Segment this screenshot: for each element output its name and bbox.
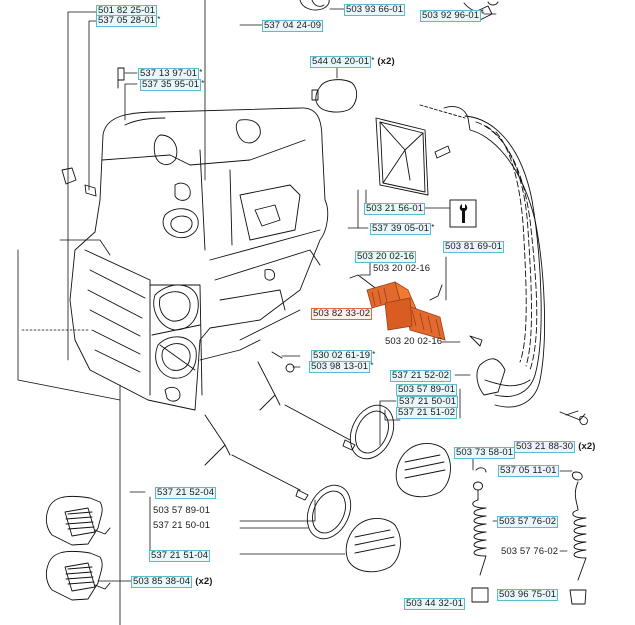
part-number: 503 57 89-01 — [396, 384, 458, 396]
part-number: 537 21 52-04 — [155, 487, 217, 499]
part-label-544-04-20-01[interactable]: 544 04 20-01*(x2) — [310, 56, 395, 68]
part-label-503-92-96-01[interactable]: 503 92 96-01* — [420, 10, 484, 22]
part-label-537-21-51-04[interactable]: 537 21 51-04 — [149, 550, 211, 562]
asterisk-marker: * — [201, 79, 205, 88]
part-label-503-21-56-01[interactable]: 503 21 56-01 — [364, 203, 426, 215]
part-number: 503 98 13-01 — [309, 361, 371, 373]
part-number: 503 57 76-02 — [501, 546, 559, 557]
part-label-503-98-13-01[interactable]: 503 98 13-01* — [309, 361, 373, 373]
part-label-537-35-95-01[interactable]: 537 35 95-01* — [140, 79, 204, 91]
part-label-503-20-02-16-c[interactable]: 503 20 02-16 — [384, 337, 443, 347]
part-label-503-57-89-01-b[interactable]: 503 57 89-01 — [152, 506, 211, 516]
part-label-537-21-52-02[interactable]: 537 21 52-02 — [390, 370, 452, 382]
part-number: 503 21 88-30 — [514, 441, 576, 453]
asterisk-marker: * — [199, 68, 203, 77]
front-handle-illustration — [419, 104, 588, 426]
part-label-503-85-38-04[interactable]: 503 85 38-04(x2) — [131, 576, 213, 588]
part-number: 503 82 33-02 — [311, 308, 373, 320]
part-label-537-21-50-01-b[interactable]: 537 21 50-01 — [152, 521, 211, 531]
part-label-537-04-24-09[interactable]: 537 04 24-09 — [262, 20, 324, 32]
part-number: 503 20 02-16 — [385, 336, 443, 347]
asterisk-marker: * — [370, 361, 374, 370]
part-label-537-05-28-01[interactable]: 537 05 28-01* — [96, 15, 160, 27]
part-label-503-21-88-30[interactable]: 503 21 88-30(x2) — [514, 441, 596, 453]
wrench-icon — [449, 199, 477, 228]
part-number: 503 81 69-01 — [443, 241, 505, 253]
part-number: 503 57 89-01 — [153, 505, 211, 516]
springs-illustration — [471, 467, 587, 605]
part-label-503-44-32-01[interactable]: 503 44 32-01 — [404, 598, 466, 610]
part-number: 537 05 28-01 — [96, 15, 158, 27]
part-label-537-39-05-01[interactable]: 537 39 05-01* — [370, 223, 434, 235]
part-label-503-93-66-01[interactable]: 503 93 66-01 — [344, 4, 406, 16]
part-number: 537 05 11-01 — [498, 465, 559, 477]
cables-and-dampers-illustration — [204, 361, 451, 573]
part-number: 537 21 51-04 — [149, 550, 211, 562]
part-number: 537 21 52-02 — [390, 370, 452, 382]
part-number: 537 04 24-09 — [262, 20, 324, 32]
part-number: 537 21 51-02 — [396, 407, 458, 419]
asterisk-marker: * — [157, 15, 161, 24]
filter-plate-illustration — [375, 117, 451, 196]
asterisk-marker: * — [431, 223, 435, 232]
highlighted-sleeve-part — [366, 281, 446, 341]
part-label-537-05-11-01[interactable]: 537 05 11-01 — [498, 465, 559, 477]
leader-lines — [17, 0, 573, 625]
part-label-503-20-02-16-a[interactable]: 503 20 02-16 — [355, 251, 417, 263]
part-number: 503 57 76-02 — [497, 516, 559, 528]
anti-vibration-mount-illustration — [45, 495, 111, 601]
small-cover-illustration — [311, 79, 358, 113]
quantity-suffix: (x2) — [195, 576, 213, 587]
part-label-503-73-58-01[interactable]: 503 73 58-01 — [454, 447, 516, 459]
part-number: 503 96 75-01 — [497, 589, 559, 601]
part-label-503-57-76-02-a[interactable]: 503 57 76-02 — [497, 516, 559, 528]
part-label-503-82-33-02[interactable]: 503 82 33-02 — [311, 308, 373, 320]
part-number: 544 04 20-01 — [310, 56, 372, 68]
part-number: 503 85 38-04 — [131, 576, 193, 588]
part-label-537-21-51-02[interactable]: 537 21 51-02 — [396, 407, 458, 419]
part-label-503-20-02-16-b[interactable]: 503 20 02-16 — [372, 264, 431, 274]
quantity-suffix: (x2) — [377, 56, 395, 67]
part-label-503-81-69-01[interactable]: 503 81 69-01 — [443, 241, 505, 253]
asterisk-marker: * — [372, 350, 376, 359]
part-number: 503 20 02-16 — [373, 263, 431, 274]
part-label-537-21-52-04[interactable]: 537 21 52-04 — [155, 487, 217, 499]
part-number: 503 93 66-01 — [344, 4, 406, 16]
crankcase-illustration — [69, 107, 329, 411]
part-number: 503 21 56-01 — [364, 203, 426, 215]
part-label-503-57-89-01-a[interactable]: 503 57 89-01 — [396, 384, 458, 396]
part-number: 503 44 32-01 — [404, 598, 466, 610]
part-number: 537 35 95-01 — [140, 79, 202, 91]
asterisk-marker: * — [371, 56, 375, 65]
part-number: 537 21 50-01 — [153, 520, 211, 531]
part-number: 503 73 58-01 — [454, 447, 516, 459]
quantity-suffix: (x2) — [578, 441, 596, 452]
fasteners-illustration — [61, 67, 483, 373]
part-number: 537 39 05-01 — [370, 223, 432, 235]
part-number: 503 92 96-01 — [420, 10, 482, 22]
part-label-503-57-76-02-b[interactable]: 503 57 76-02 — [500, 547, 559, 557]
asterisk-marker: * — [481, 10, 485, 19]
part-number: 503 20 02-16 — [355, 251, 417, 263]
part-label-503-96-75-01[interactable]: 503 96 75-01 — [497, 589, 559, 601]
